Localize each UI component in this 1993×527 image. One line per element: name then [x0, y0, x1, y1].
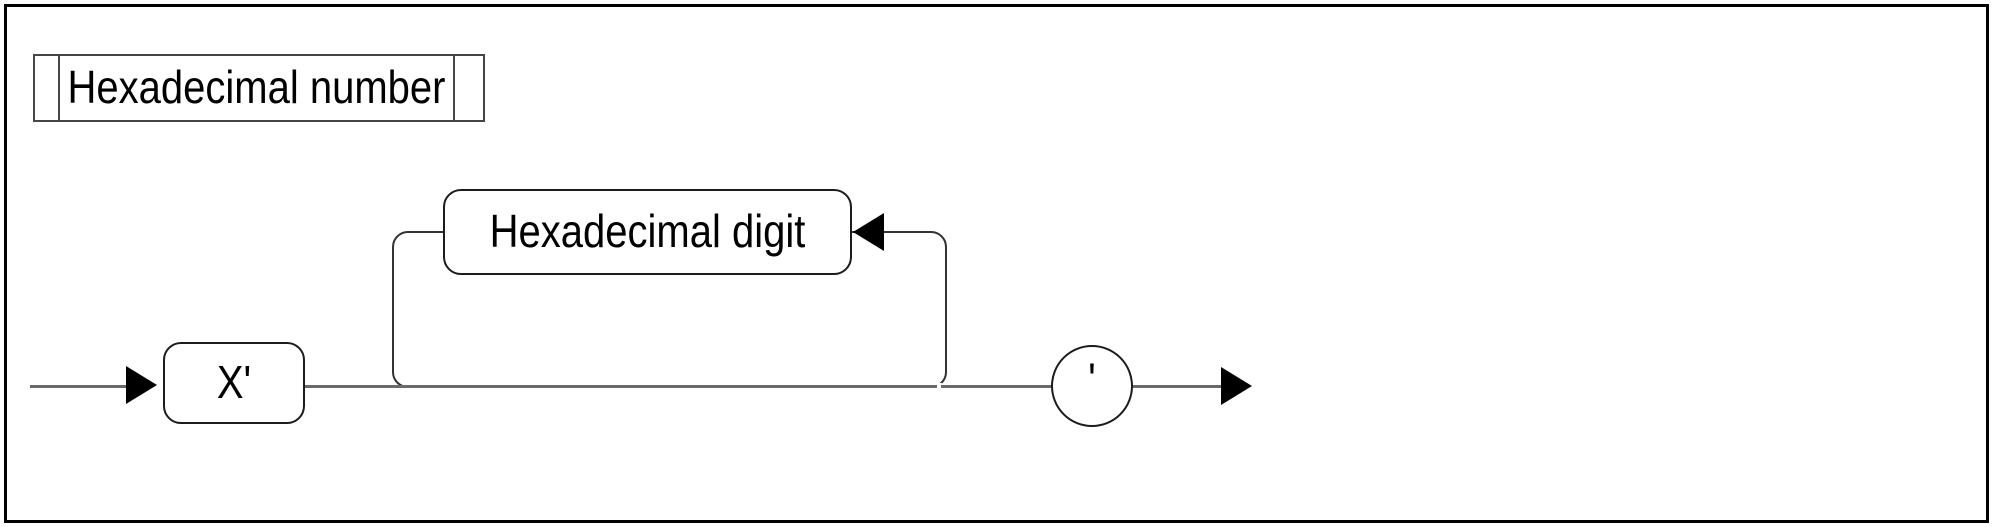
- title-left-cell: [35, 56, 60, 120]
- terminal-x-quote-label: X': [216, 357, 252, 409]
- nonterminal-hexadecimal-digit-label: Hexadecimal digit: [489, 206, 806, 258]
- exit-arrow-icon: [1221, 367, 1252, 405]
- rule-title-box: Hexadecimal number: [33, 54, 485, 122]
- repeat-arrow-icon: [853, 213, 884, 251]
- entry-rail: [30, 385, 128, 388]
- exit-rail: [1132, 385, 1222, 388]
- title-main-cell: Hexadecimal number: [60, 56, 453, 120]
- entry-arrow-icon: [126, 366, 157, 404]
- terminal-quote-circle: ': [1051, 345, 1133, 427]
- nonterminal-hexadecimal-digit-box: Hexadecimal digit: [443, 189, 852, 275]
- rule-title: Hexadecimal number: [67, 62, 446, 114]
- title-right-cell: [453, 56, 483, 120]
- main-rail: [305, 385, 937, 388]
- terminal-x-quote-box: X': [163, 342, 305, 424]
- loop-rail-gap: [936, 383, 942, 392]
- terminal-quote-label: ': [1088, 354, 1096, 406]
- page-border: [4, 4, 1989, 523]
- main-rail-continued: [941, 385, 1052, 388]
